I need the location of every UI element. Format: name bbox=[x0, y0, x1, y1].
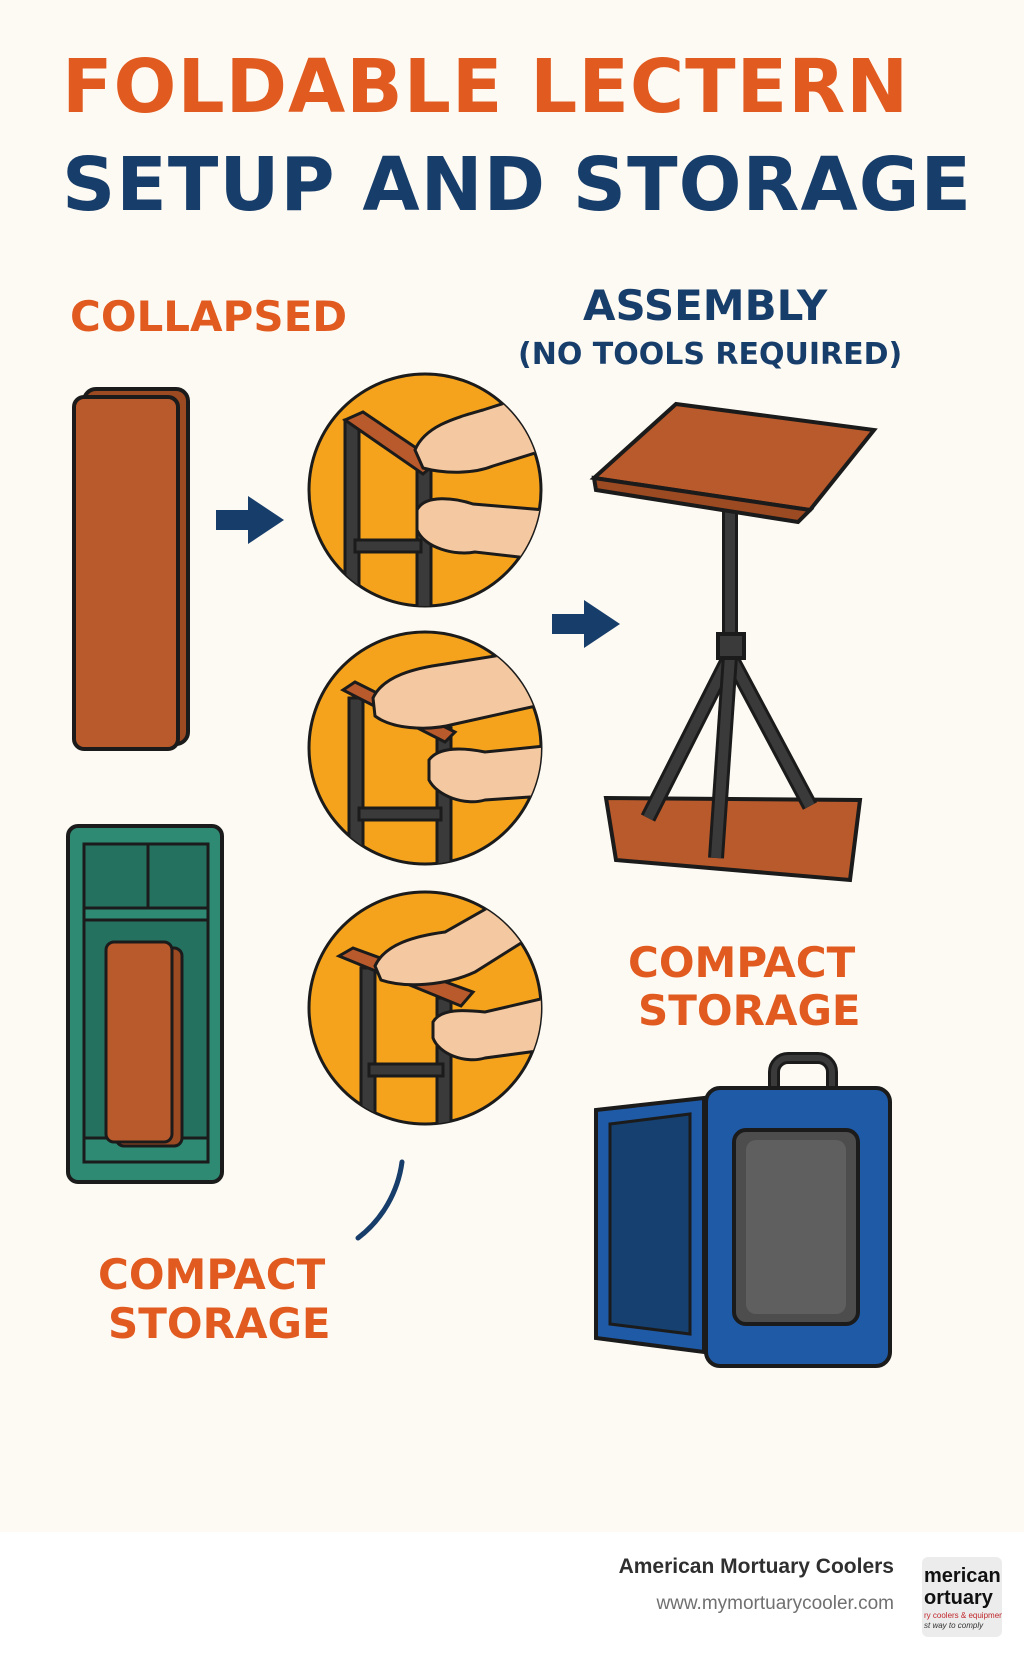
arrow-right-icon bbox=[552, 600, 620, 648]
footer-company-name: American Mortuary Coolers bbox=[618, 1555, 894, 1578]
carrying-case-icon bbox=[594, 1052, 892, 1368]
company-logo: merican ortuary ry coolers & equipment s… bbox=[922, 1557, 1002, 1637]
footer bbox=[0, 1532, 1024, 1666]
assembly-step-3-icon bbox=[307, 890, 543, 1126]
collapsed-label: COLLAPSED bbox=[70, 292, 348, 341]
compact-storage-left-line1: COMPACT bbox=[98, 1250, 326, 1299]
compact-storage-right-line1: COMPACT bbox=[628, 938, 856, 987]
assembly-note: (NO TOOLS REQUIRED) bbox=[518, 337, 903, 372]
compact-storage-right-line2: STORAGE bbox=[638, 986, 861, 1035]
collapsed-lectern-icon bbox=[72, 387, 190, 751]
assembly-label: ASSEMBLY bbox=[583, 281, 828, 330]
compact-storage-left-line2: STORAGE bbox=[108, 1299, 331, 1348]
assembly-step-1-icon bbox=[307, 372, 543, 608]
arrow-right-icon bbox=[216, 496, 284, 544]
footer-url[interactable]: www.mymortuarycooler.com bbox=[656, 1593, 894, 1614]
title-line-2: SETUP AND STORAGE bbox=[62, 142, 973, 228]
assembly-step-2-icon bbox=[307, 630, 543, 866]
connector-line bbox=[355, 1159, 405, 1241]
lectern-icon bbox=[589, 401, 878, 883]
title-line-1: FOLDABLE LECTERN bbox=[62, 44, 910, 130]
cabinet-icon bbox=[66, 824, 224, 1184]
